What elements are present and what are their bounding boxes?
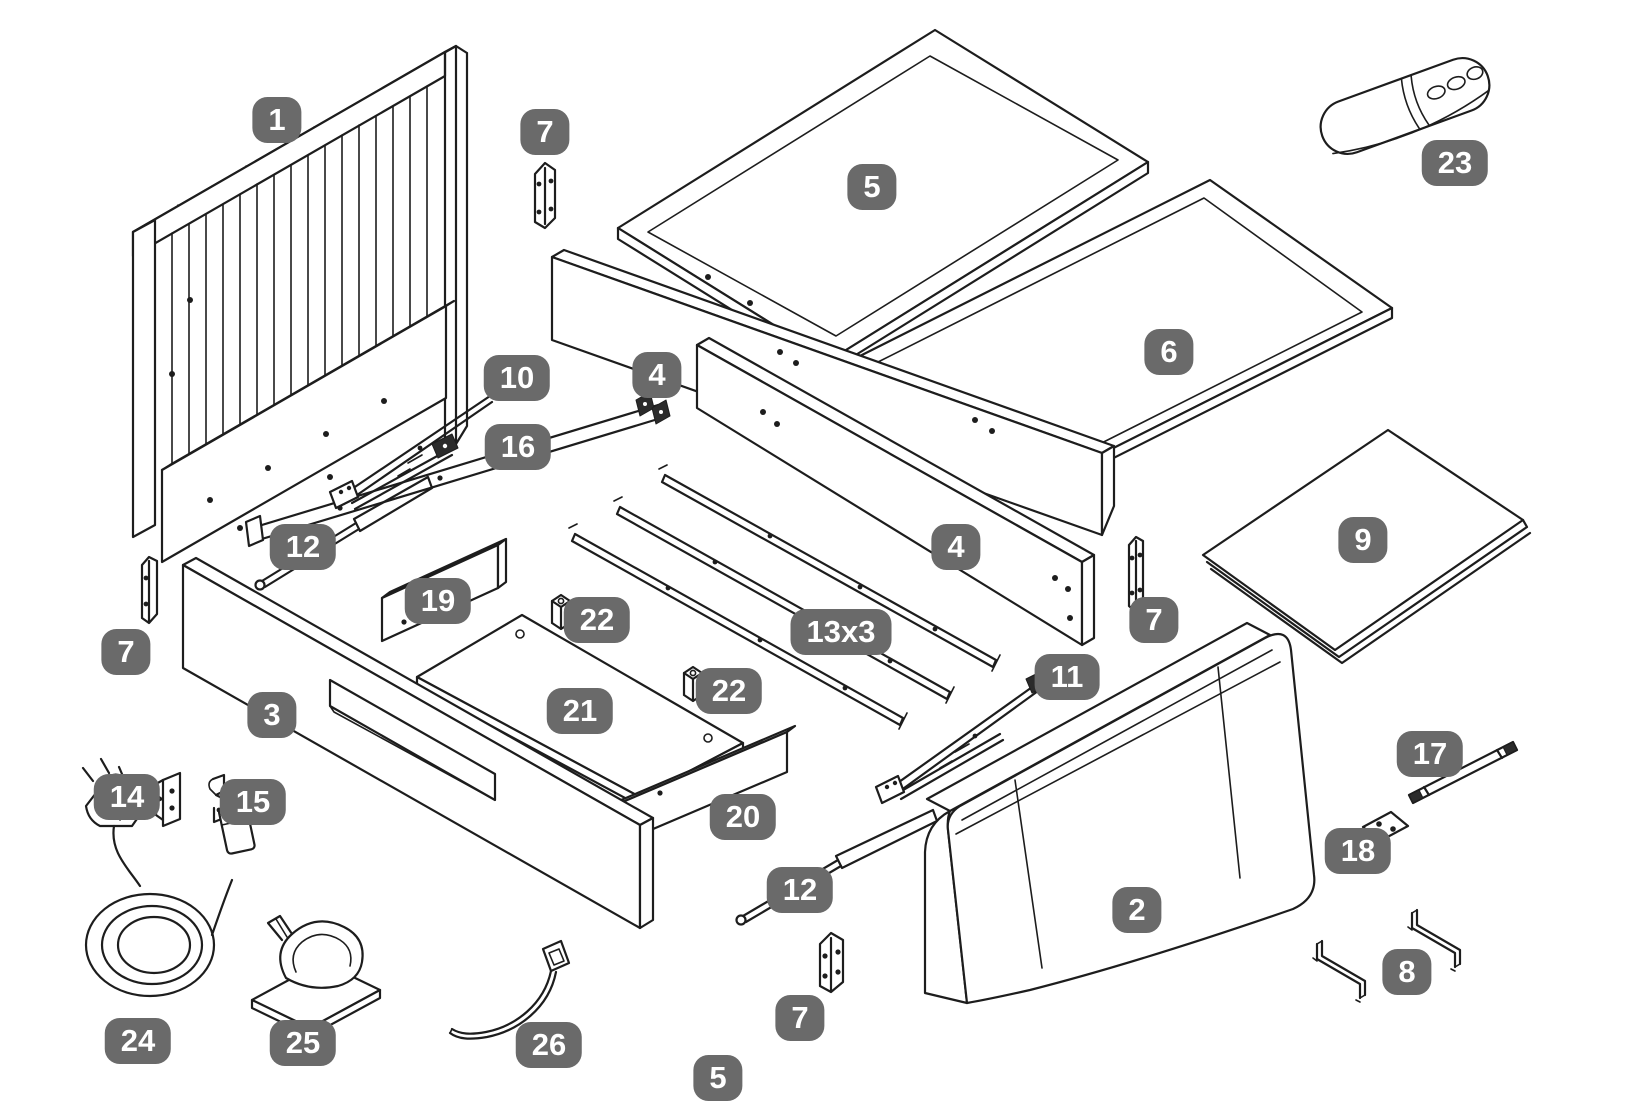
z-bracket-part [154,771,182,828]
part-badge-z-bracket: 14 [93,774,161,820]
part-badge-corner-bracket-left: 7 [101,629,151,675]
part-badge-front-rail: 3 [247,692,297,738]
part-badge-gas-strut-left: 12 [269,524,337,570]
corner-bracket-right-part [1127,535,1145,614]
part-badge-footboard: 2 [1112,887,1162,933]
part-badge-side-rail-back: 4 [632,352,682,398]
part-badge-slats: 13x3 [790,609,892,655]
part-badge-flat-plate: 18 [1324,828,1392,874]
part-badge-corner-bracket-right: 7 [1129,597,1179,643]
part-badge-support-block-left: 22 [563,597,631,643]
part-badge-platform-panel-left: 5 [847,164,897,210]
side-rail-back-part [550,248,1116,537]
slats-part [568,464,1001,730]
wire-brackets-part [1312,908,1462,1003]
corner-bracket-left-part [140,555,159,625]
part-badge-power-cord: 24 [104,1018,172,1064]
part-badge-gas-strut-right: 12 [766,867,834,913]
part-badge-corner-bracket-top: 7 [520,109,570,155]
side-rail-front-part [695,336,1096,647]
part-badge-wire-brackets: 8 [1382,949,1432,995]
footboard-part [923,621,1316,1005]
front-rail-part [181,556,655,930]
strap-part [1407,740,1519,805]
remote-control-part [1319,57,1491,155]
part-badge-clip-bracket: 15 [219,779,287,825]
part-badge-drawer-front-panel: 20 [709,794,777,840]
center-support-rail-part [244,391,671,548]
corner-bracket-top-part [533,161,557,230]
part-badge-lift-mechanism-left: 10 [483,355,551,401]
part-badge-cable-clip: 25 [269,1020,337,1066]
part-badge-control-cable: 26 [515,1022,583,1068]
part-badge-remote-control: 23 [1421,140,1489,186]
corner-bracket-bottom-part [818,931,845,994]
part-badge-drawer-bottom-panel: 21 [546,688,614,734]
part-badge-strap: 17 [1396,731,1464,777]
part-badge-center-support-rail: 16 [484,424,552,470]
part-badge-lift-mechanism-right: 11 [1034,654,1100,700]
part-badge-corner-bracket-bottom: 7 [775,995,825,1041]
part-badge-drawer-back-panel: 19 [404,578,472,624]
part-badge-headboard: 1 [252,97,302,143]
part-badge-support-block-right: 22 [695,668,763,714]
part-badge-platform-panel-right: 6 [1144,329,1194,375]
part-badge-instruction-manual: 9 [1338,517,1388,563]
control-cable-part [448,939,571,1040]
lift-mechanism-left-part [328,394,494,511]
part-badge-side-rail-front: 4 [931,524,981,570]
part-badge-platform-panel: 5 [693,1055,743,1101]
